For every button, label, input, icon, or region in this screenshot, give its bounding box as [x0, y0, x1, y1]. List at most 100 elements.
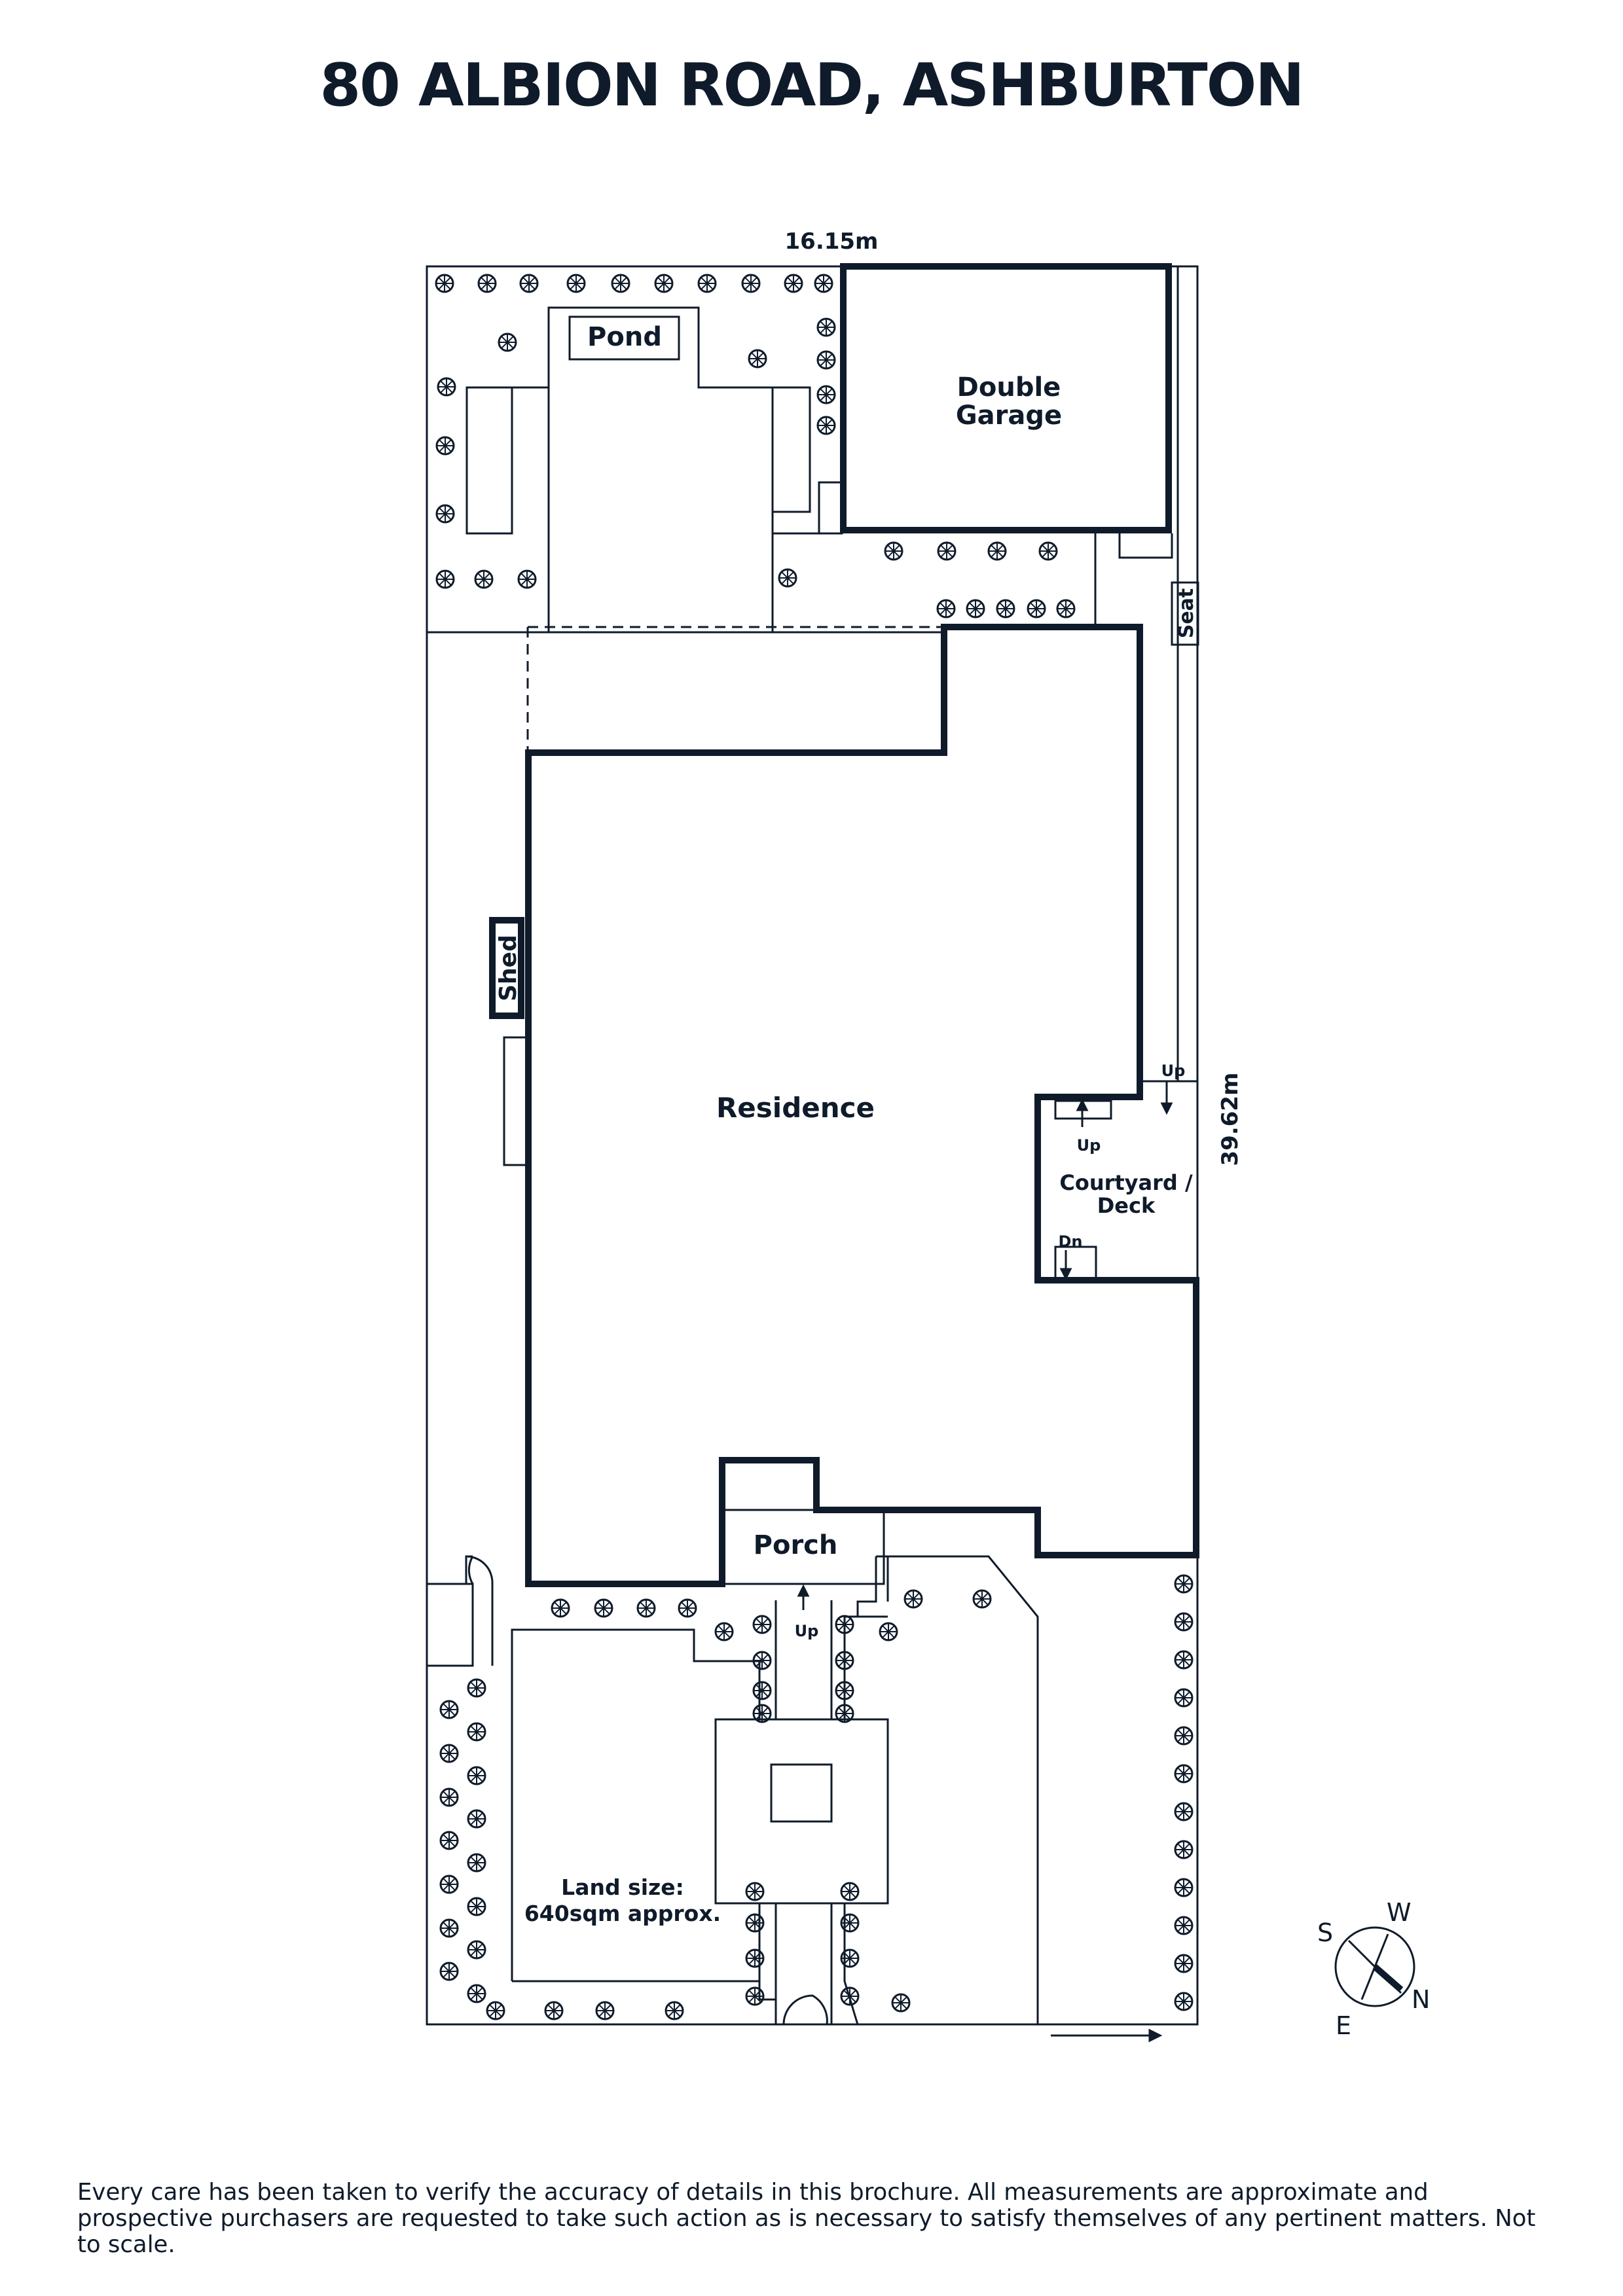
shrub-icon — [467, 1809, 486, 1829]
double-garage — [840, 263, 1172, 533]
shrub-icon — [439, 1744, 459, 1763]
shrub-icon — [745, 1913, 765, 1933]
shrub-icon — [517, 569, 537, 589]
shrub-icon — [467, 1853, 486, 1873]
compass-n: N — [1412, 1985, 1430, 2014]
shrub-icon — [439, 1962, 459, 1981]
shrub-icon — [467, 1897, 486, 1916]
shrub-icon — [752, 1615, 772, 1634]
shrub-icon — [879, 1622, 898, 1641]
shrub-icon — [467, 1940, 486, 1960]
shrub-icon — [435, 436, 455, 456]
garage-label-2: Garage — [956, 401, 1062, 431]
land-size-label-2: 640sqm approx. — [524, 1901, 721, 1926]
compass-e: E — [1336, 2011, 1351, 2040]
shrub-icon — [835, 1704, 854, 1723]
shrub-icon — [816, 416, 836, 435]
shrub-icon — [937, 541, 957, 561]
porch — [721, 1509, 885, 1585]
shrub-icon — [1174, 1650, 1194, 1670]
shrub-icon — [467, 1722, 486, 1742]
shrub-icon — [1038, 541, 1058, 561]
shrub-icon — [966, 599, 985, 619]
shrub-icon — [778, 568, 797, 588]
shrub-icon — [752, 1651, 772, 1670]
shrub-icon — [654, 274, 674, 293]
shrub-icon — [1174, 1764, 1194, 1784]
residence-label: Residence — [716, 1092, 875, 1124]
porch-label: Porch — [754, 1530, 838, 1560]
shrub-icon — [1174, 1802, 1194, 1821]
garage-label-1: Double — [957, 372, 1061, 403]
shrub-icon — [741, 274, 761, 293]
shrub-icon — [784, 274, 803, 293]
stair-dn-label: Dn — [1058, 1232, 1082, 1251]
compass-s: S — [1317, 1918, 1333, 1947]
pond-label: Pond — [587, 322, 662, 352]
shrub-icon — [467, 1678, 486, 1698]
shrub-icon — [566, 274, 586, 293]
shrub-icon — [435, 569, 455, 589]
shrub-icon — [1174, 1992, 1194, 2011]
shrub-icon — [519, 274, 539, 293]
shrub-icon — [840, 1948, 860, 1968]
courtyard-label-1: Courtyard / — [1059, 1170, 1193, 1195]
shrub-icon — [477, 274, 497, 293]
shrub-icon — [884, 541, 903, 561]
shrub-icon — [987, 541, 1007, 561]
page-title: 80 ALBION ROAD, ASHBURTON — [319, 51, 1304, 120]
shrub-icon — [474, 569, 494, 589]
shrub-icon — [816, 350, 836, 370]
shrub-icon — [835, 1615, 854, 1634]
shed-label: Shed — [495, 935, 522, 1001]
compass-w: W — [1387, 1898, 1412, 1927]
shrub-icon — [936, 599, 956, 619]
pond — [568, 315, 680, 361]
shrub-icon — [1174, 1840, 1194, 1859]
shrub-icon — [439, 1874, 459, 1894]
shrub-icon — [1027, 599, 1046, 619]
compass: S W N E — [1317, 1898, 1430, 2040]
shrub-icon — [594, 1598, 613, 1618]
shrub-icon — [903, 1589, 923, 1609]
shrub-icon — [544, 2001, 564, 2020]
compass-ring — [1334, 1926, 1415, 2007]
stair-up-label-1: Up — [1077, 1136, 1101, 1155]
shrub-icon — [1174, 1954, 1194, 1973]
shrub-icon — [435, 274, 454, 293]
shrub-icon — [840, 1882, 860, 1901]
shrub-icon — [595, 2001, 615, 2020]
shrub-icon — [748, 349, 767, 368]
disclaimer-text: Every care has been taken to verify the … — [77, 2179, 1536, 2258]
shrub-icon — [891, 1993, 911, 2013]
shrub-icon — [697, 274, 717, 293]
shrub-icon — [486, 2001, 505, 2020]
shrub-icon — [1174, 1612, 1194, 1632]
courtyard-label-2: Deck — [1097, 1193, 1156, 1218]
shrub-icon — [678, 1598, 697, 1618]
shrub-icon — [835, 1681, 854, 1700]
shrub-icon — [840, 1913, 860, 1933]
property-boundary — [426, 265, 1199, 2026]
shrub-icon — [814, 274, 833, 293]
shrub-icon — [611, 274, 630, 293]
shrub-icon — [1174, 1878, 1194, 1897]
shrub-icon — [1174, 1688, 1194, 1708]
shrub-icon — [840, 1986, 860, 2006]
shrub-icon — [1174, 1916, 1194, 1935]
shrub-icon — [745, 1948, 765, 1968]
shrub-icon — [498, 332, 517, 352]
land-size-label-1: Land size: — [561, 1874, 684, 1900]
shrub-icon — [636, 1598, 656, 1618]
shrub-icon — [1174, 1726, 1194, 1746]
seat — [1171, 581, 1199, 646]
shrub-icon — [714, 1622, 734, 1641]
shrub-icon — [835, 1651, 854, 1670]
shrub-icon — [745, 1986, 765, 2006]
stair-up-label-3: Up — [795, 1622, 819, 1640]
shrub-icon — [816, 385, 836, 404]
shrub-icon — [467, 1766, 486, 1785]
shrub-icon — [1056, 599, 1076, 619]
shrub-icon — [467, 1984, 486, 2003]
depth-dimension: 39.62m — [1217, 1073, 1243, 1166]
